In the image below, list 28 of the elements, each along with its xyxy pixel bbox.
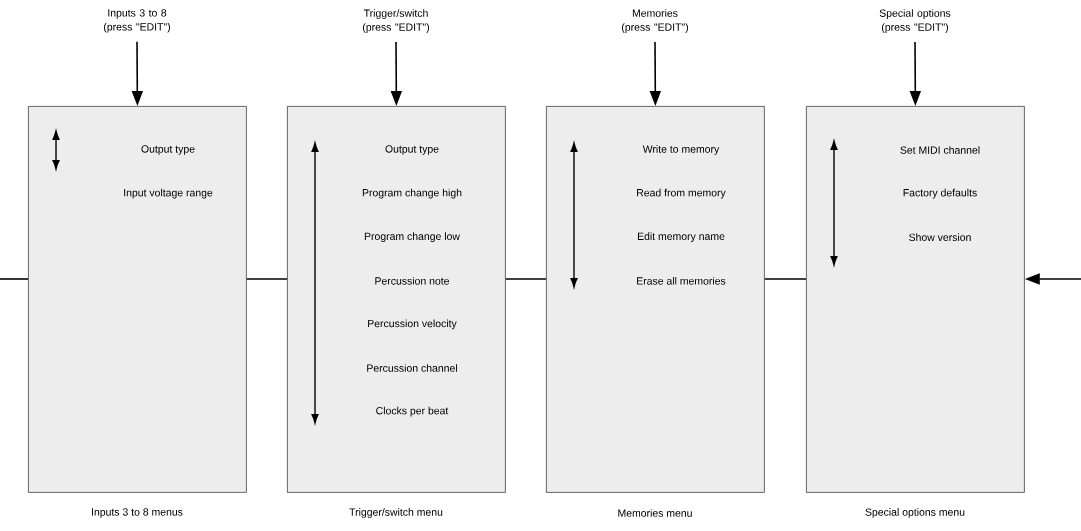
menu-item: Output type: [141, 145, 195, 155]
heading-text: Trigger/switch (press "EDIT"): [363, 9, 429, 33]
menu-item: Clocks per beat: [376, 406, 449, 417]
menu-item: Input voltage range: [124, 188, 213, 199]
panel-caption: Special options menu: [865, 508, 965, 518]
heading-text: Inputs 3 to 8 (press "EDIT"): [104, 9, 170, 33]
panel-caption: Trigger/switch menu: [349, 508, 443, 518]
panel-caption: Memories menu: [618, 509, 692, 517]
menu-item: Output type: [385, 145, 439, 155]
connector-line: [0, 278, 29, 280]
menu-item: Edit memory name: [637, 232, 725, 243]
menu-item: Percussion note: [375, 276, 449, 285]
menu-item: Show version: [909, 233, 971, 242]
menu-item: Set MIDI channel: [900, 146, 980, 154]
heading-text: Special options (press "EDIT"): [879, 9, 951, 33]
menu-item: Program change low: [364, 232, 460, 243]
menu-item: Write to memory: [642, 145, 720, 155]
connector-line: [246, 278, 288, 280]
connector-line: [505, 278, 547, 280]
menu-item: Percussion velocity: [368, 319, 457, 330]
menu-item: Percussion channel: [367, 364, 457, 372]
menu-item: Program change high: [362, 188, 462, 199]
menu-item: Read from memory: [637, 188, 726, 199]
connector-line: [764, 278, 807, 280]
panel-caption: Inputs 3 to 8 menus: [92, 508, 183, 518]
heading-text: Memories (press "EDIT"): [622, 9, 688, 33]
menu-item: Erase all memories: [637, 276, 726, 285]
menu-item: Factory defaults: [903, 188, 977, 199]
